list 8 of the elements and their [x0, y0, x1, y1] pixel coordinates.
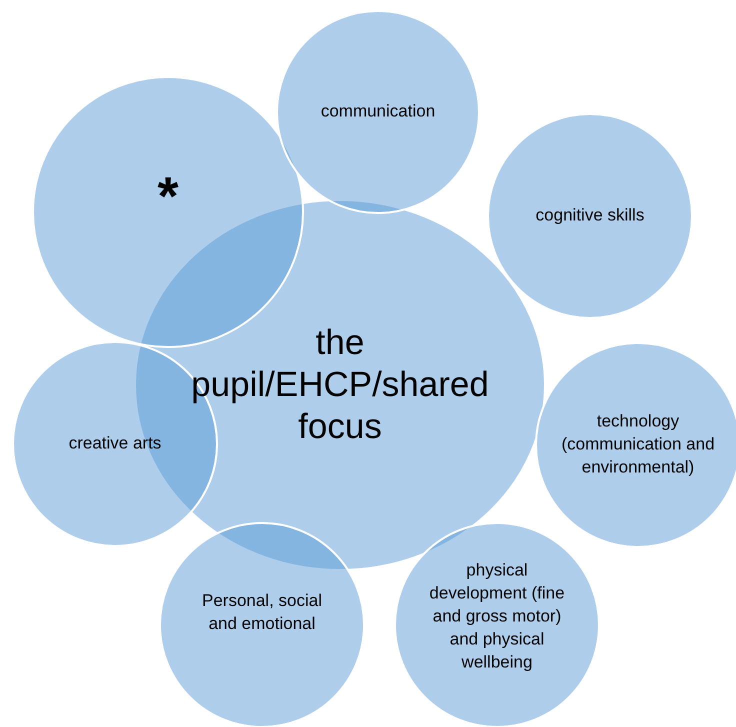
topic-label: * — [156, 166, 180, 229]
topic-label: communication — [320, 100, 436, 123]
center-label: the pupil/EHCP/shared focus — [190, 322, 490, 448]
topic-label: technology (communication and environmental) — [560, 410, 716, 478]
topic-label: creative arts — [68, 432, 162, 455]
topic-label: cognitive skills — [534, 204, 646, 227]
topic-label: physical development (fine and gross motor) and physical wellbeing — [428, 560, 566, 674]
topic-label: Personal, social and emotional — [200, 590, 323, 635]
